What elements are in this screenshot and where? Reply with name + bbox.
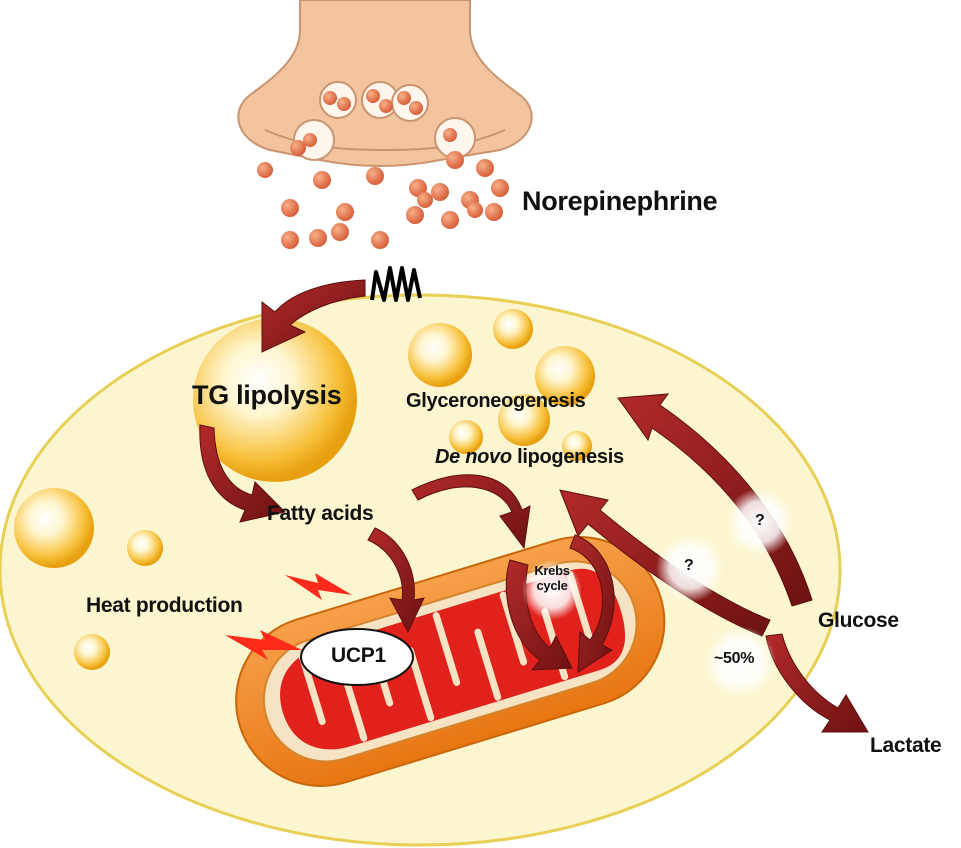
- label-unknown-glyceroneogenesis: ?: [755, 512, 765, 529]
- label-cycle: cycle: [536, 578, 568, 593]
- label-lipogenesis: lipogenesis: [517, 446, 624, 468]
- label-unknown-lipogenesis: ?: [684, 557, 694, 574]
- lipid-droplet-large: [193, 318, 357, 482]
- label-norepinephrine: Norepinephrine: [522, 186, 718, 216]
- ucp1-protein: [300, 628, 414, 686]
- label-tg-lipolysis: TG lipolysis: [192, 380, 342, 410]
- lipid-droplets: [14, 309, 595, 670]
- heat-bolts: [225, 573, 352, 660]
- adrenergic-receptor: [370, 266, 422, 302]
- label-krebs-cycle: Krebs cycle: [532, 563, 572, 593]
- nerve-terminal: [237, 0, 533, 167]
- label-glyceroneogenesis: Glyceroneogenesis: [406, 390, 586, 412]
- label-ucp1: UCP1: [331, 644, 386, 667]
- norepinephrine-molecules: [257, 89, 509, 249]
- label-glucose: Glucose: [818, 609, 899, 632]
- label-de-novo-lipogenesis: De novo lipogenesis: [435, 446, 624, 469]
- label-heat-production: Heat production: [86, 594, 243, 617]
- label-lactate: Lactate: [870, 734, 942, 757]
- label-fatty-acids: Fatty acids: [267, 502, 374, 525]
- label-lactate-fraction: ~50%: [714, 650, 755, 667]
- label-krebs: Krebs: [534, 563, 570, 578]
- label-de-novo: De novo: [435, 446, 512, 468]
- glow-spots: [522, 488, 794, 698]
